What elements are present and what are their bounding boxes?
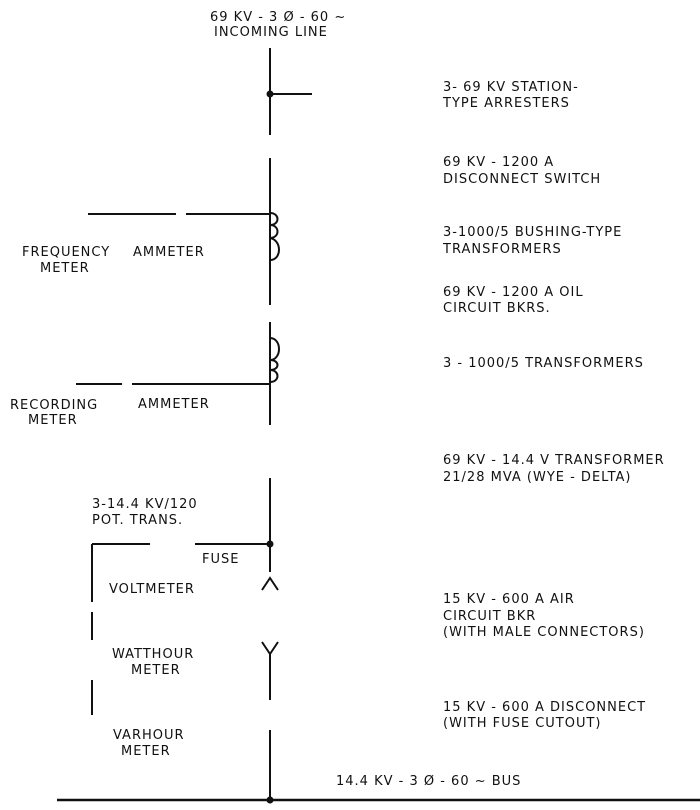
arresters-label-1: 3- 69 KV STATION- <box>443 80 579 95</box>
bushing-ct-label-2: TRANSFORMERS <box>443 242 562 257</box>
frequency-meter-label-2: METER <box>40 261 90 276</box>
bushing-ct-label-1: 3-1000/5 BUSHING-TYPE <box>443 225 623 240</box>
bushing-transformer-coil <box>269 212 280 261</box>
air-breaker-label-2: CIRCUIT BKR <box>443 609 537 624</box>
pot-trans-label-1: 3-14.4 KV/120 <box>92 497 198 512</box>
air-breaker-connector-upper <box>261 576 279 591</box>
fuse-label: FUSE <box>202 552 240 567</box>
disconnect-switch-label-1: 69 KV - 1200 A <box>443 155 555 170</box>
air-breaker-label-1: 15 KV - 600 A AIR <box>443 592 575 607</box>
disconnect-switch-label-2: DISCONNECT SWITCH <box>443 172 602 187</box>
arresters-label-2: TYPE ARRESTERS <box>443 96 570 111</box>
ammeter-label-2: AMMETER <box>138 397 210 412</box>
bus-junction-dot <box>266 796 274 804</box>
air-breaker-connector-lower <box>261 641 279 656</box>
frequency-meter-label-1: FREQUENCY <box>22 245 111 260</box>
power-transformer-label-2: 21/28 MVA (WYE - DELTA) <box>443 470 632 485</box>
varhour-meter-label-1: VARHOUR <box>113 728 185 743</box>
pot-trans-label-2: POT. TRANS. <box>92 513 184 528</box>
fuse-disconnect-label-2: (WITH FUSE CUTOUT) <box>443 716 602 731</box>
fuse-disconnect-label-1: 15 KV - 600 A DISCONNECT <box>443 700 647 715</box>
bus-label: 14.4 KV - 3 Ø - 60 ~ BUS <box>336 774 522 789</box>
voltmeter-label: VOLTMETER <box>109 582 195 597</box>
incoming-voltage-label: 69 KV - 3 Ø - 60 ~ <box>210 10 347 25</box>
recording-meter-label-2: METER <box>28 413 78 428</box>
varhour-meter-label-2: METER <box>121 744 171 759</box>
incoming-line-label: INCOMING LINE <box>214 25 328 40</box>
watthour-meter-label-1: WATTHOUR <box>112 647 195 662</box>
current-transformer-coil <box>269 337 280 383</box>
power-transformer-label-1: 69 KV - 14.4 V TRANSFORMER <box>443 453 665 468</box>
ammeter-label-1: AMMETER <box>133 245 205 260</box>
recording-meter-label-1: RECORDING <box>10 398 99 413</box>
air-breaker-label-3: (WITH MALE CONNECTORS) <box>443 625 645 640</box>
ct2-label: 3 - 1000/5 TRANSFORMERS <box>443 356 644 371</box>
oil-breaker-label-2: CIRCUIT BKRS. <box>443 301 551 316</box>
watthour-meter-label-2: METER <box>131 663 181 678</box>
oil-breaker-label-1: 69 KV - 1200 A OIL <box>443 285 584 300</box>
